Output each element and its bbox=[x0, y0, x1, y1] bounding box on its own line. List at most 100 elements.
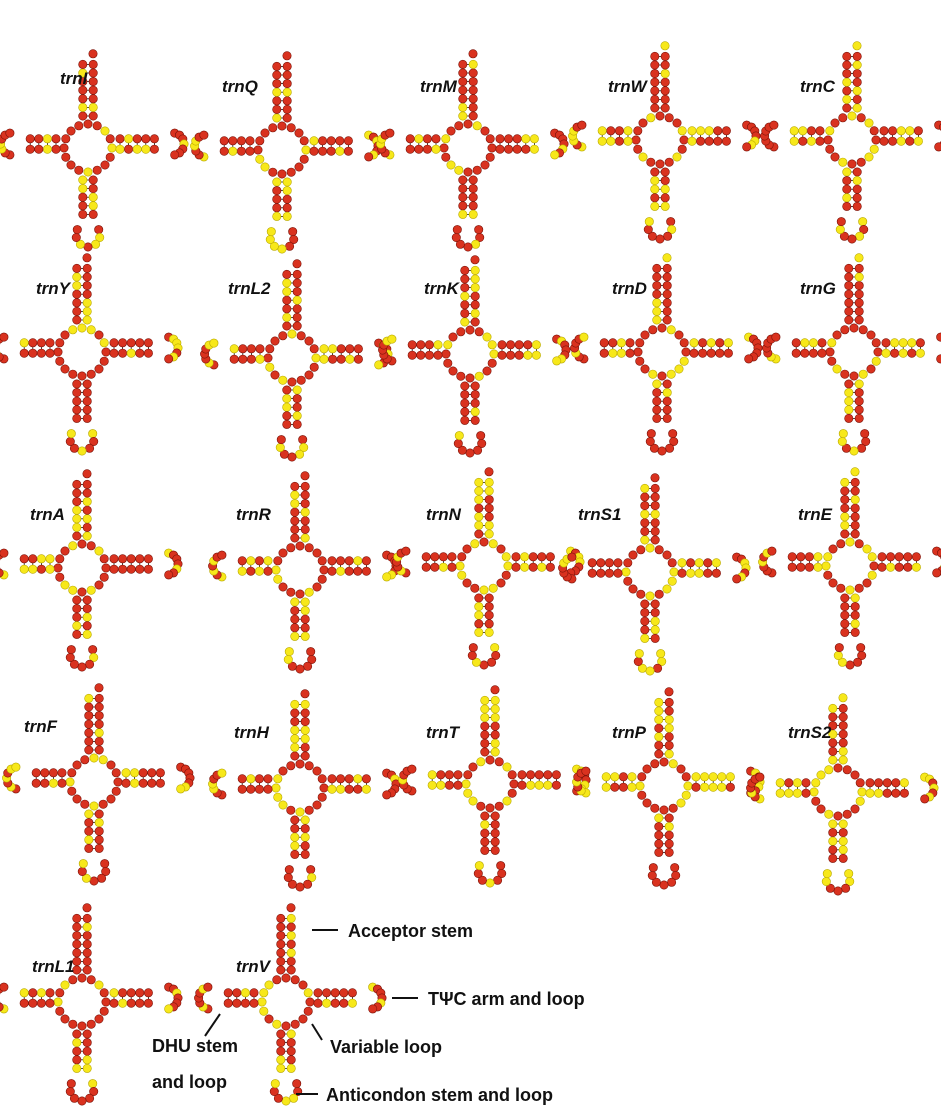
anticodon-nucleotide bbox=[480, 837, 490, 847]
anticodon-loop-nucleotide bbox=[637, 663, 647, 673]
tpsic-nucleotide bbox=[343, 146, 353, 156]
cloverleaf-nucleotide bbox=[260, 162, 270, 172]
cloverleaf-nucleotide bbox=[487, 340, 497, 350]
tpsic-nucleotide bbox=[890, 348, 900, 358]
cloverleaf-nucleotide bbox=[824, 809, 834, 819]
acceptor-nucleotide bbox=[460, 265, 470, 275]
cloverleaf-nucleotide bbox=[77, 587, 87, 597]
tpsic-nucleotide bbox=[907, 348, 917, 358]
anticodon-loop-nucleotide bbox=[670, 863, 680, 873]
cloverleaf-nucleotide bbox=[304, 370, 314, 380]
anticodon-nucleotide bbox=[650, 599, 660, 609]
dhu-nucleotide bbox=[36, 348, 46, 358]
cloverleaf-nucleotide bbox=[496, 544, 506, 554]
anticodon-nucleotide bbox=[850, 610, 860, 620]
cloverleaf-nucleotide bbox=[312, 766, 322, 776]
tpsic-nucleotide bbox=[126, 348, 136, 358]
cloverleaf-nucleotide bbox=[65, 777, 75, 787]
acceptor-nucleotide bbox=[480, 713, 490, 723]
acceptor-nucleotide bbox=[72, 531, 82, 541]
cloverleaf-nucleotide bbox=[494, 801, 504, 811]
anticodon-loop-nucleotide bbox=[451, 233, 461, 243]
tpsic-nucleotide bbox=[143, 998, 153, 1008]
acceptor-nucleotide bbox=[854, 306, 864, 316]
tpsic-nucleotide bbox=[512, 134, 522, 144]
acceptor-nucleotide bbox=[474, 503, 484, 513]
tpsic-nucleotide bbox=[309, 136, 319, 146]
anticodon-loop-nucleotide bbox=[284, 647, 294, 657]
acceptor-nucleotide bbox=[300, 507, 310, 517]
cloverleaf-nucleotide bbox=[650, 759, 660, 769]
tpsic-nucleotide bbox=[723, 348, 733, 358]
anticodon-loop-nucleotide bbox=[277, 244, 287, 254]
cloverleaf-nucleotide bbox=[304, 543, 314, 553]
dhu-loop-nucleotide bbox=[0, 568, 4, 578]
cloverleaf-nucleotide bbox=[847, 159, 857, 169]
cloverleaf-nucleotide bbox=[68, 541, 78, 551]
acceptor-nucleotide bbox=[84, 736, 94, 746]
acceptor-nucleotide bbox=[828, 755, 838, 765]
acceptor-nucleotide bbox=[828, 703, 838, 713]
acceptor-nucleotide bbox=[290, 699, 300, 709]
acceptor-nucleotide bbox=[272, 79, 282, 89]
cloverleaf-nucleotide bbox=[287, 377, 297, 387]
acceptor-nucleotide bbox=[282, 51, 292, 61]
acceptor-nucleotide bbox=[272, 70, 282, 80]
anticodon-nucleotide bbox=[484, 593, 494, 603]
label-trnA: trnA bbox=[30, 505, 65, 524]
acceptor-nucleotide bbox=[286, 948, 296, 958]
anticodon-nucleotide bbox=[852, 184, 862, 194]
cloverleaf-trnS1 bbox=[558, 473, 751, 676]
cloverleaf-nucleotide bbox=[80, 799, 90, 809]
tpsic-loop-nucleotide bbox=[164, 570, 174, 580]
tpsic-nucleotide bbox=[132, 144, 142, 154]
tpsic-nucleotide bbox=[336, 344, 346, 354]
anticodon-nucleotide bbox=[282, 411, 292, 421]
cloverleaf-nucleotide bbox=[840, 325, 850, 335]
anticodon-loop-nucleotide bbox=[487, 657, 497, 667]
cloverleaf-nucleotide bbox=[101, 563, 111, 573]
cloverleaf-trnW bbox=[568, 41, 761, 244]
anticodon-nucleotide bbox=[484, 619, 494, 629]
anticodon-loop-nucleotide bbox=[841, 883, 851, 893]
acceptor-nucleotide bbox=[282, 287, 292, 297]
cloverleaf-nucleotide bbox=[463, 167, 473, 177]
anticodon-nucleotide bbox=[852, 193, 862, 203]
label-trnI: trnI bbox=[60, 69, 89, 88]
acceptor-nucleotide bbox=[94, 736, 104, 746]
cloverleaf-trnK bbox=[378, 255, 571, 458]
cloverleaf-nucleotide bbox=[60, 1014, 70, 1024]
tpsic-nucleotide bbox=[118, 998, 128, 1008]
anticodon-loop-nucleotide bbox=[85, 443, 95, 453]
dhu-nucleotide bbox=[232, 988, 242, 998]
tpsic-nucleotide bbox=[877, 562, 887, 572]
dhu-loop-nucleotide bbox=[769, 120, 779, 130]
acceptor-nucleotide bbox=[484, 486, 494, 496]
cloverleaf-nucleotide bbox=[488, 539, 498, 549]
cloverleaf-nucleotide bbox=[642, 798, 652, 808]
cloverleaf-nucleotide bbox=[53, 563, 63, 573]
tpsic-nucleotide bbox=[147, 768, 157, 778]
tpsic-nucleotide bbox=[115, 144, 125, 154]
tpsic-nucleotide bbox=[882, 778, 892, 788]
acceptor-nucleotide bbox=[474, 495, 484, 505]
anticodon-nucleotide bbox=[72, 621, 82, 631]
cloverleaf-nucleotide bbox=[317, 556, 327, 566]
cloverleaf-nucleotide bbox=[454, 165, 464, 175]
acceptor-nucleotide bbox=[282, 312, 292, 322]
anticodon-nucleotide bbox=[468, 175, 478, 185]
acceptor-nucleotide bbox=[650, 501, 660, 511]
tpsic-nucleotide bbox=[511, 562, 521, 572]
cloverleaf-nucleotide bbox=[654, 545, 664, 555]
cloverleaf-nucleotide bbox=[59, 143, 69, 153]
acceptor-nucleotide bbox=[840, 529, 850, 539]
cloverleaf-nucleotide bbox=[489, 349, 499, 359]
cloverleaf-nucleotide bbox=[265, 362, 275, 372]
anticodon-loop-nucleotide bbox=[303, 879, 313, 889]
cloverleaf-nucleotide bbox=[501, 552, 511, 562]
dhu-nucleotide bbox=[36, 988, 46, 998]
cloverleaf-nucleotide bbox=[278, 766, 288, 776]
anticodon-loop-nucleotide bbox=[657, 656, 667, 666]
acceptor-nucleotide bbox=[82, 903, 92, 913]
cloverleaf-nucleotide bbox=[825, 144, 835, 154]
